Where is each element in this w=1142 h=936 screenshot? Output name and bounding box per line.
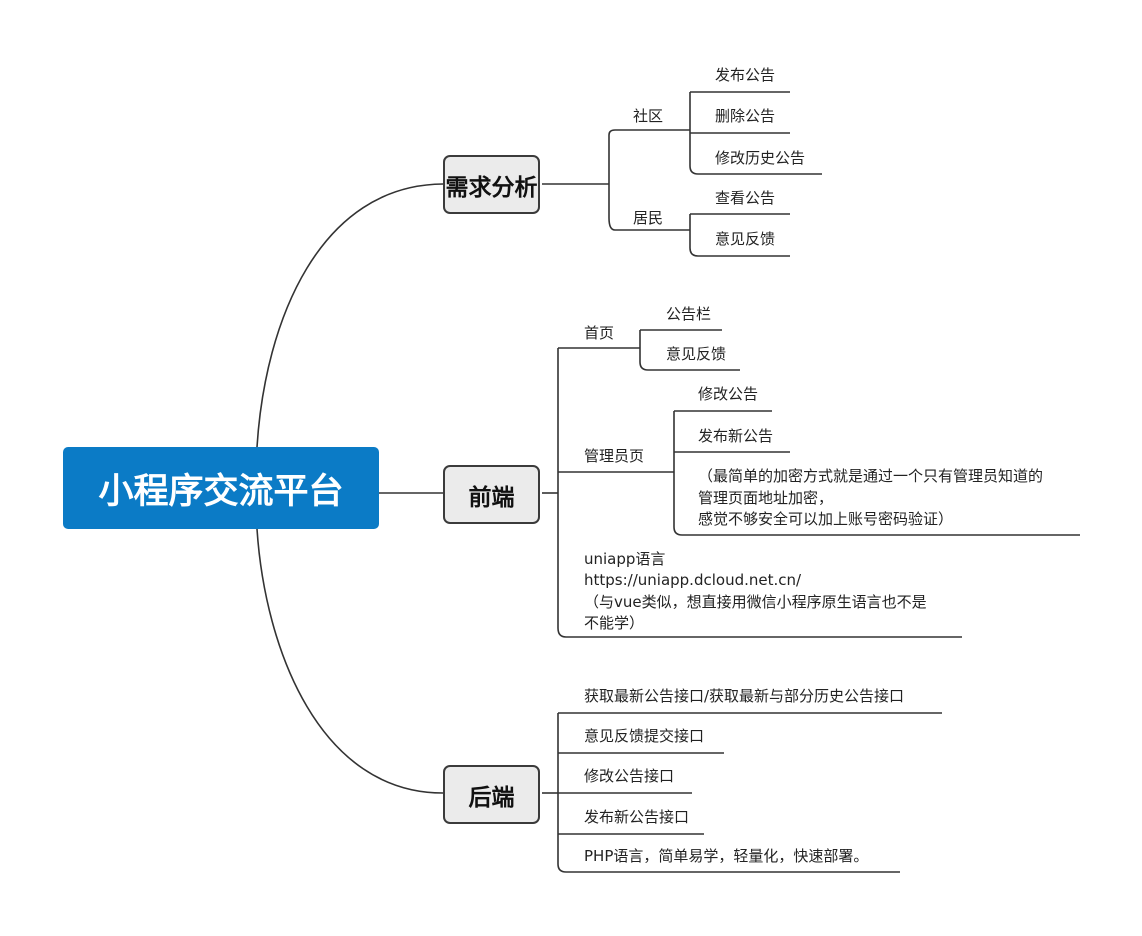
node-uniapp-url[interactable]: https://uniapp.dcloud.net.cn/ (584, 571, 802, 589)
node-api-edit-notice[interactable]: 修改公告接口 (584, 767, 675, 785)
node-delete-notice[interactable]: 删除公告 (715, 107, 776, 125)
node-uniapp-line-1: uniapp语言 (584, 550, 666, 568)
node-home-feedback[interactable]: 意见反馈 (666, 345, 727, 363)
root-node[interactable]: 小程序交流平台 (63, 447, 379, 529)
node-feedback[interactable]: 意见反馈 (715, 230, 776, 248)
node-admin-note-line-3: 感觉不够安全可以加上账号密码验证） (698, 510, 954, 528)
node-uniapp-line-3: （与vue类似，想直接用微信小程序原生语言也不是 (584, 593, 927, 611)
connector-requirements-trunk (542, 135, 610, 218)
node-api-latest-notice[interactable]: 获取最新公告接口/获取最新与部分历史公告接口 (584, 687, 905, 705)
node-edit-history-notice[interactable]: 修改历史公告 (715, 149, 806, 167)
node-api-publish-notice[interactable]: 发布新公告接口 (584, 808, 690, 826)
node-admin-note-line-2: 管理页面地址加密， (698, 489, 834, 507)
node-view-notice[interactable]: 查看公告 (715, 189, 776, 207)
node-publish-notice[interactable]: 发布公告 (715, 66, 776, 84)
node-residents[interactable]: 居民 (633, 209, 664, 227)
connector-root-requirements (256, 183, 444, 448)
node-admin-note-line-1: （最简单的加密方式就是通过一个只有管理员知道的 (698, 467, 1044, 485)
node-home[interactable]: 首页 (584, 324, 615, 342)
branch-frontend[interactable]: 前端 (443, 465, 540, 524)
node-php-note: PHP语言，简单易学，轻量化，快速部署。 (584, 847, 869, 865)
node-admin-edit-notice[interactable]: 修改公告 (698, 385, 759, 403)
branch-requirements[interactable]: 需求分析 (443, 155, 540, 214)
node-api-feedback[interactable]: 意见反馈提交接口 (584, 727, 705, 745)
node-community[interactable]: 社区 (633, 107, 664, 125)
node-uniapp-line-4: 不能学） (584, 614, 645, 632)
connector-residents (608, 217, 690, 231)
node-notice-board[interactable]: 公告栏 (666, 305, 712, 323)
node-admin-page[interactable]: 管理员页 (584, 447, 645, 465)
connector-root-backend (256, 528, 444, 794)
node-admin-publish-notice[interactable]: 发布新公告 (698, 427, 774, 445)
connector-community (608, 129, 690, 136)
branch-backend[interactable]: 后端 (443, 765, 540, 824)
